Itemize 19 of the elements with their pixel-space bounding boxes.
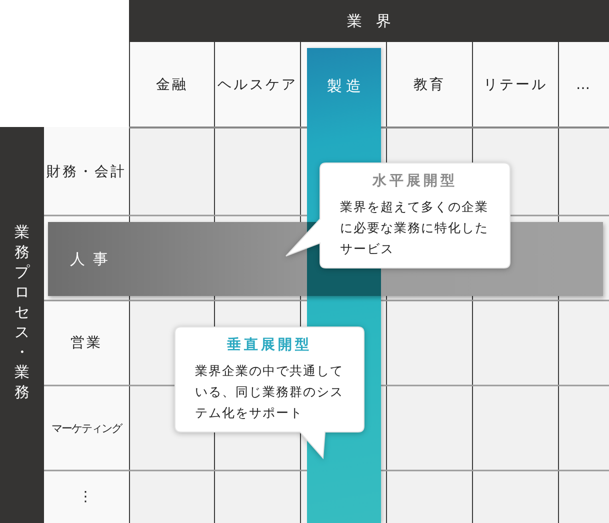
column-header: 金融	[130, 43, 214, 127]
callout-text: 業界を超えて多くの企業に必要な業務に特化したサービス	[340, 198, 490, 258]
header-label: 業界	[347, 12, 405, 30]
row-header: 財務・会計	[44, 128, 129, 215]
column-header: ヘルスケア	[215, 43, 300, 127]
row-header: ⋮	[44, 471, 129, 523]
row-label: 人事	[70, 250, 116, 268]
callout-title: 垂直展開型	[226, 336, 313, 354]
column-header: …	[559, 43, 609, 127]
callout-title: 水平展開型	[371, 172, 458, 190]
column-header-label: 製造	[327, 77, 365, 96]
callout-text: 業界企業の中で共通している、同じ業務群のシステム化をサポート	[195, 362, 344, 422]
row-header: マーケティング	[44, 386, 129, 470]
header-bar	[129, 0, 609, 42]
side-bar	[0, 127, 44, 523]
column-header: 教育	[387, 43, 472, 127]
row-header: 営業	[44, 301, 129, 385]
side-bar-label: 業務プロセス・業務	[14, 222, 30, 402]
column-header: リテール	[473, 43, 558, 127]
